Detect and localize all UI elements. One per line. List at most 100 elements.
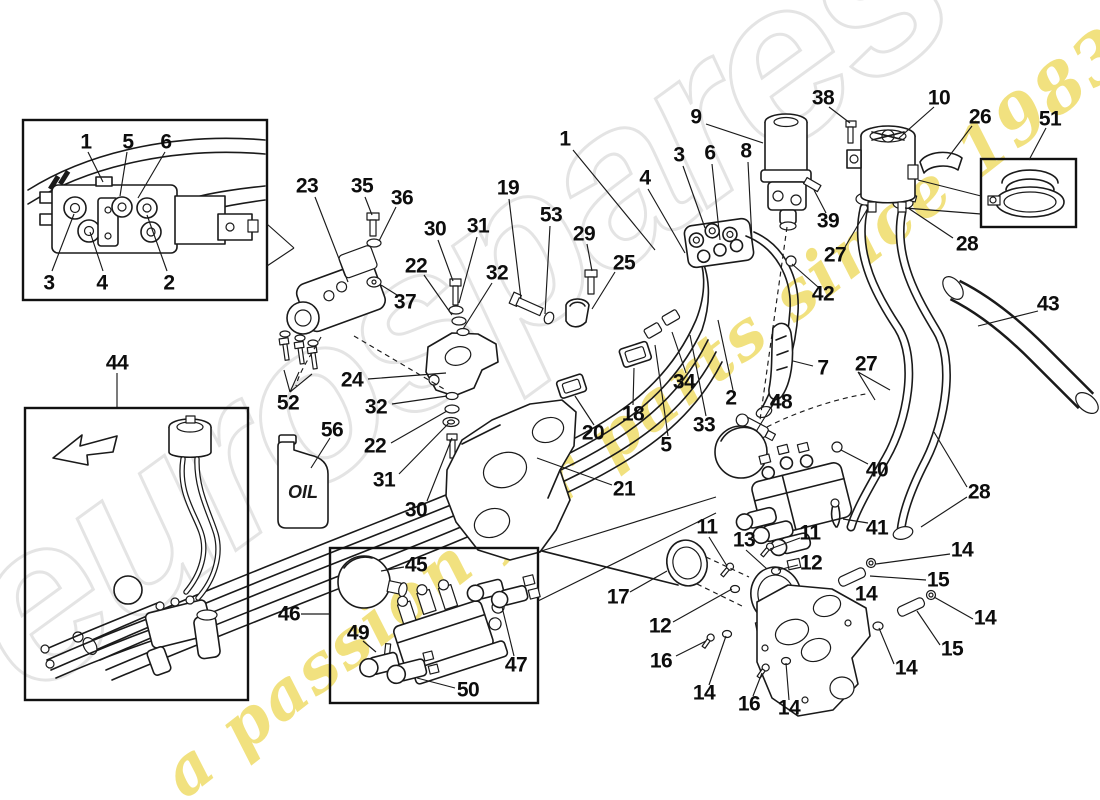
part-callout-6[interactable]: 6	[704, 141, 716, 165]
part-callout-33[interactable]: 33	[692, 413, 716, 437]
part-callout-3[interactable]: 3	[43, 271, 55, 295]
part-callout-14[interactable]: 14	[973, 606, 997, 630]
part-callout-15[interactable]: 15	[926, 568, 950, 592]
direction-arrow-icon	[52, 434, 118, 466]
part-callout-29[interactable]: 29	[572, 222, 596, 246]
clamp-half-26	[919, 151, 963, 174]
part-callout-28[interactable]: 28	[955, 232, 979, 256]
hydraulic-pump-9	[760, 113, 812, 231]
solenoid-49-50	[359, 643, 440, 685]
screw-11	[760, 547, 770, 558]
part-callout-49[interactable]: 49	[346, 621, 370, 645]
part-callout-25[interactable]: 25	[612, 251, 636, 275]
part-callout-30[interactable]: 30	[404, 498, 428, 522]
part-callout-32[interactable]: 32	[485, 261, 509, 285]
part-callout-53[interactable]: 53	[539, 203, 563, 227]
part-callout-48[interactable]: 48	[769, 390, 793, 414]
part-callout-14[interactable]: 14	[777, 696, 801, 720]
part-callout-22[interactable]: 22	[363, 434, 387, 458]
part-callout-22[interactable]: 22	[404, 254, 428, 278]
part-callout-14[interactable]: 14	[950, 538, 974, 562]
lever-7	[768, 322, 794, 401]
bushing-14	[872, 621, 884, 631]
part-callout-15[interactable]: 15	[940, 637, 964, 661]
part-callout-31[interactable]: 31	[372, 468, 396, 492]
part-callout-34[interactable]: 34	[672, 370, 696, 394]
part-callout-28[interactable]: 28	[967, 480, 991, 504]
part-callout-12[interactable]: 12	[799, 551, 823, 575]
part-callout-39[interactable]: 39	[816, 209, 840, 233]
rubber-mount-18	[618, 340, 653, 368]
part-callout-11[interactable]: 11	[799, 521, 821, 545]
part-callout-14[interactable]: 14	[854, 582, 878, 606]
support-bracket-21	[445, 399, 577, 561]
seal-ring-17	[666, 539, 708, 587]
part-callout-7[interactable]: 7	[817, 356, 829, 380]
part-callout-46[interactable]: 46	[277, 602, 301, 626]
pipe-union-block	[683, 217, 755, 269]
part-callout-23[interactable]: 23	[295, 174, 319, 198]
part-callout-19[interactable]: 19	[496, 176, 520, 200]
part-callout-16[interactable]: 16	[737, 692, 761, 716]
part-callout-30[interactable]: 30	[423, 217, 447, 241]
solenoid-47	[466, 574, 541, 609]
part-callout-14[interactable]: 14	[894, 656, 918, 680]
part-callout-41[interactable]: 41	[865, 516, 889, 540]
part-callout-18[interactable]: 18	[621, 402, 645, 426]
part-callout-51[interactable]: 51	[1038, 107, 1062, 131]
part-callout-44[interactable]: 44	[105, 351, 129, 375]
part-callout-16[interactable]: 16	[649, 649, 673, 673]
part-callout-5[interactable]: 5	[660, 433, 672, 457]
part-callout-12[interactable]: 12	[648, 614, 672, 638]
part-callout-1[interactable]: 1	[559, 127, 571, 151]
pin-15	[837, 567, 867, 587]
pin-39	[802, 176, 822, 193]
inset-box-44	[23, 406, 250, 702]
part-callout-40[interactable]: 40	[865, 458, 889, 482]
part-callout-3[interactable]: 3	[673, 143, 685, 167]
oil-canister: OIL	[277, 434, 329, 529]
part-callout-4[interactable]: 4	[639, 166, 651, 190]
screw-11	[720, 567, 730, 578]
part-callout-1[interactable]: 1	[80, 130, 92, 154]
oil-label: OIL	[288, 482, 318, 502]
part-callout-11[interactable]: 11	[696, 515, 718, 539]
pin-41	[830, 504, 841, 528]
oil-reservoir-10	[846, 125, 919, 213]
part-callout-21[interactable]: 21	[612, 477, 636, 501]
part-callout-6[interactable]: 6	[160, 130, 172, 154]
part-callout-35[interactable]: 35	[350, 174, 374, 198]
nut-14	[721, 629, 733, 639]
part-callout-27[interactable]: 27	[854, 352, 878, 376]
part-callout-38[interactable]: 38	[811, 86, 835, 110]
part-callout-32[interactable]: 32	[364, 395, 388, 419]
part-callout-4[interactable]: 4	[96, 271, 108, 295]
part-callout-20[interactable]: 20	[581, 421, 605, 445]
part-callout-36[interactable]: 36	[390, 186, 414, 210]
part-callout-56[interactable]: 56	[320, 418, 344, 442]
valve-block-assembly	[714, 425, 853, 557]
part-callout-24[interactable]: 24	[340, 368, 364, 392]
bolt-set-52	[278, 330, 319, 370]
part-callout-43[interactable]: 43	[1036, 292, 1060, 316]
part-callout-8[interactable]: 8	[740, 139, 752, 163]
part-callout-13[interactable]: 13	[732, 528, 756, 552]
part-callout-14[interactable]: 14	[692, 681, 716, 705]
part-callout-17[interactable]: 17	[606, 585, 630, 609]
part-callout-26[interactable]: 26	[968, 105, 992, 129]
part-callout-37[interactable]: 37	[393, 290, 417, 314]
part-callout-52[interactable]: 52	[276, 391, 300, 415]
bracket-24	[425, 332, 499, 397]
part-callout-9[interactable]: 9	[690, 105, 702, 129]
part-callout-27[interactable]: 27	[823, 243, 847, 267]
part-callout-5[interactable]: 5	[122, 130, 134, 154]
part-callout-42[interactable]: 42	[811, 282, 835, 306]
part-callout-10[interactable]: 10	[927, 86, 951, 110]
part-callout-31[interactable]: 31	[466, 214, 490, 238]
part-callout-2[interactable]: 2	[725, 386, 737, 410]
part-callout-47[interactable]: 47	[504, 653, 528, 677]
part-callout-50[interactable]: 50	[456, 678, 480, 702]
part-callout-45[interactable]: 45	[404, 553, 428, 577]
part-callout-2[interactable]: 2	[163, 271, 175, 295]
